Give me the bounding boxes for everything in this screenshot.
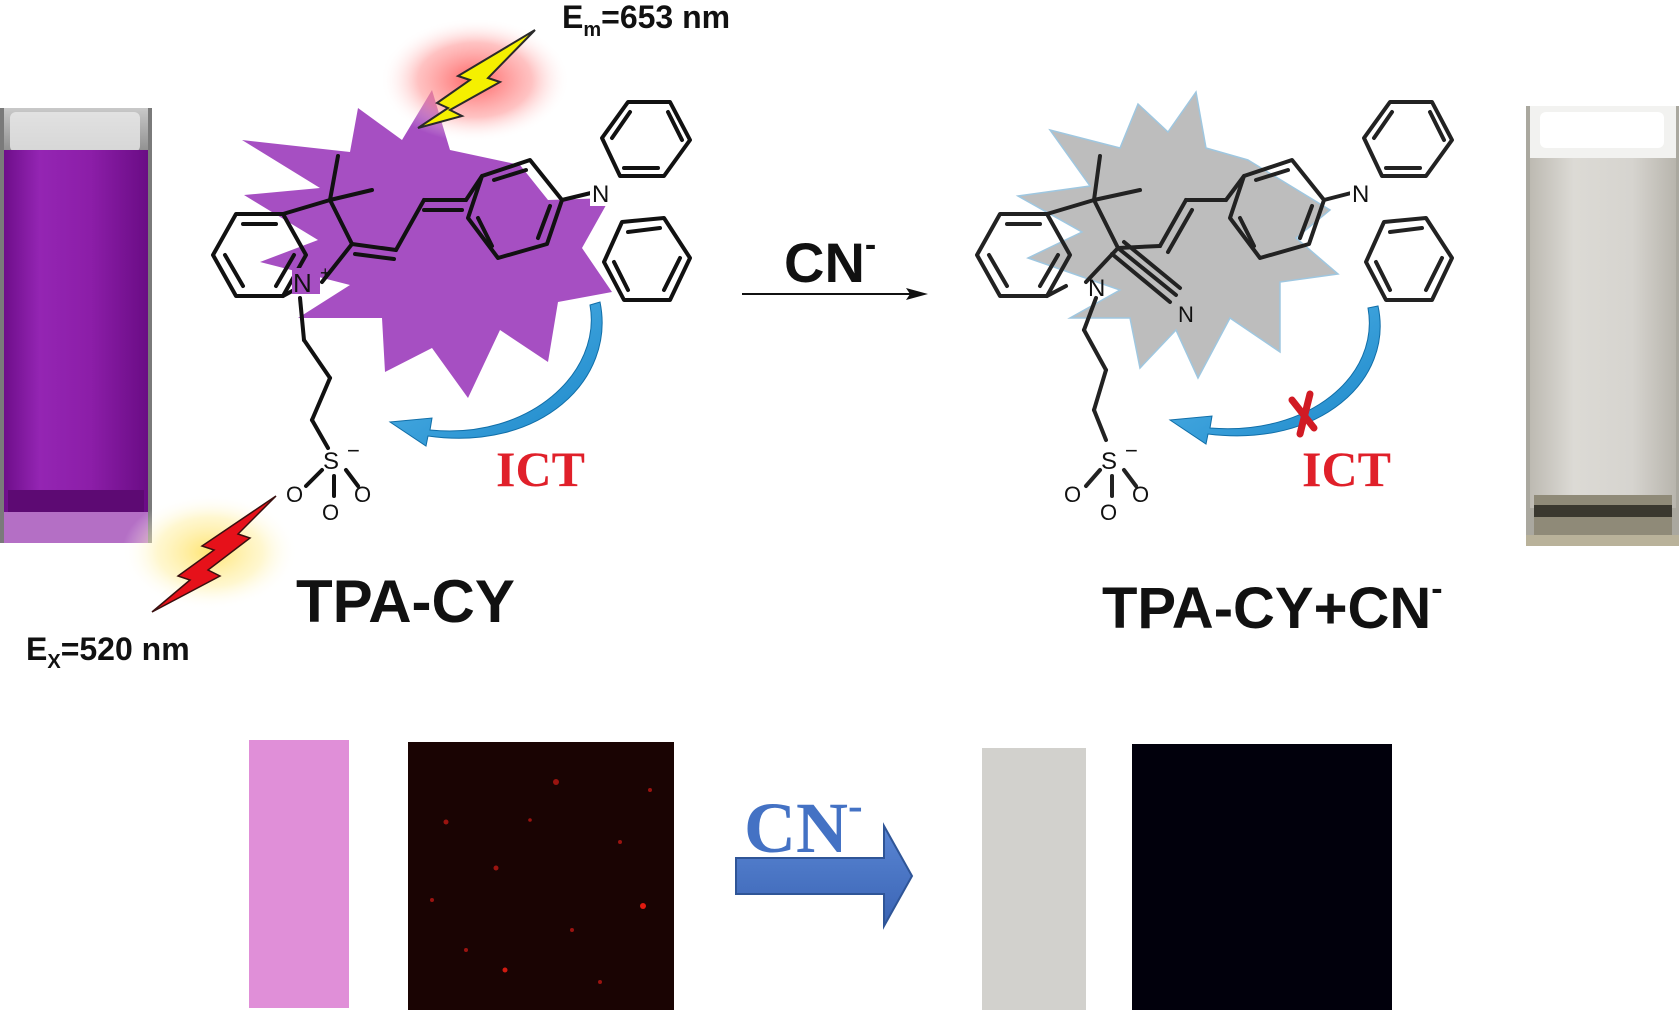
emission-label: Em=653 nm: [562, 0, 730, 41]
test-strip-pink: [249, 740, 349, 1008]
atom-n-tpa-left: N: [592, 181, 609, 208]
atom-o-left-2: O: [354, 482, 371, 507]
reagent-label-top: CN-: [784, 226, 876, 294]
lightning-bolt-yellow-icon: [417, 29, 536, 129]
molecule-tpa-cy: [211, 100, 692, 498]
atom-n-plus: N: [293, 268, 312, 298]
cuvette-clear: [1526, 106, 1679, 546]
cuvette-purple: [0, 108, 152, 543]
lightning-bolt-red-icon: [151, 495, 277, 613]
atom-s-left: S: [323, 448, 339, 475]
atom-o-right-1: O: [1064, 482, 1081, 507]
compound-label-right: TPA-CY+CN-: [1102, 570, 1443, 641]
atom-n-tpa-right: N: [1352, 181, 1369, 208]
atom-n-nitrile: N: [1178, 302, 1194, 327]
excitation-label: EX=520 nm: [26, 631, 190, 673]
atom-s-minus-right: −: [1125, 438, 1138, 463]
reaction-arrow-icon: [742, 288, 928, 300]
molecule-tpa-cy-cn: [975, 100, 1454, 498]
purple-burst: [242, 90, 612, 398]
atom-o-left-3: O: [322, 500, 339, 525]
ict-arrow-icon: [388, 301, 603, 447]
atom-n-indole-right: N: [1088, 275, 1105, 302]
cell-image-red: [408, 742, 674, 1010]
atom-s-minus-left: −: [347, 438, 360, 463]
ict-label-right: ICT: [1302, 441, 1391, 497]
blocked-cross-icon: [1288, 390, 1318, 438]
atom-o-right-3: O: [1100, 500, 1117, 525]
compound-label-left: TPA-CY: [296, 568, 515, 635]
cell-image-spots: [430, 779, 652, 984]
atoms-left: N + N S − O O O: [286, 180, 616, 525]
atom-s-right: S: [1101, 448, 1117, 475]
ict-arrow-blocked-icon: [1168, 305, 1381, 445]
cell-image-dark: [1132, 744, 1392, 1010]
atom-o-left-1: O: [286, 482, 303, 507]
ict-label-left: ICT: [496, 441, 585, 497]
block-arrow-icon: [735, 822, 914, 930]
atoms-right: N N N S − O O O: [1064, 180, 1376, 525]
atom-o-right-2: O: [1132, 482, 1149, 507]
atom-plus: +: [320, 263, 331, 283]
reagent-label-bottom: CN-: [744, 781, 863, 868]
test-strip-gray: [982, 748, 1086, 1010]
